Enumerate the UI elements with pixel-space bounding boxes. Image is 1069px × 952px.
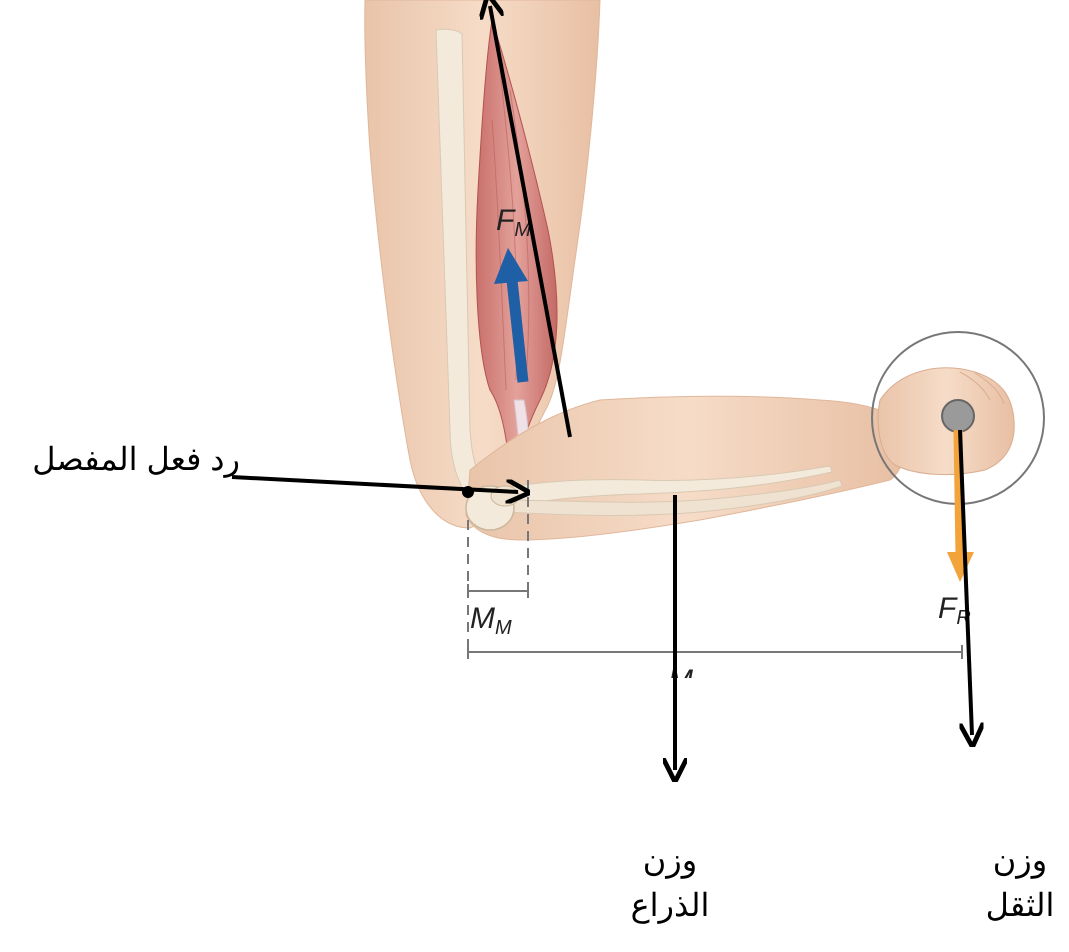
mm-symbol: MM: [470, 602, 512, 639]
muscle-moment-arm-dimension: [468, 584, 528, 598]
load-weight-arrow: [960, 430, 972, 735]
load-weight-label: وزن الثقل: [960, 838, 1069, 928]
forearm-weight-line-1: وزن: [610, 838, 730, 883]
joint-point: [462, 486, 474, 498]
forearm-weight-label: وزن الذراع: [610, 838, 730, 928]
joint-reaction-label: رد فعل المفصل: [8, 440, 240, 478]
load-weight-line-2: الثقل: [960, 883, 1069, 928]
load-weight-line-1: وزن: [960, 838, 1069, 883]
load-moment-arm-dimension: [468, 645, 962, 659]
load-ball: [942, 400, 974, 432]
forearm-weight-line-2: الذراع: [610, 883, 730, 928]
